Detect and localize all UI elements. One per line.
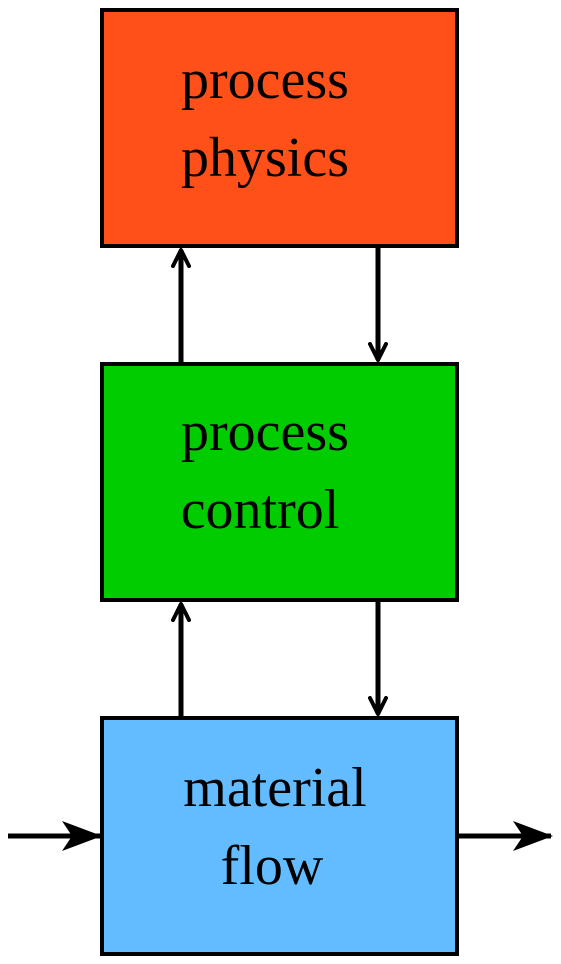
process-physics-node: process physics xyxy=(100,8,459,248)
process-physics-box xyxy=(100,8,459,248)
process-physics-label-line2: physics xyxy=(181,127,349,189)
material-flow-label-line2: flow xyxy=(221,835,324,897)
process-control-node: process control xyxy=(100,362,459,602)
process-control-label-line1: process xyxy=(181,401,349,463)
material-flow-node: material flow xyxy=(100,716,459,956)
process-control-label-line2: control xyxy=(181,479,340,541)
material-flow-box xyxy=(100,716,459,956)
process-control-box xyxy=(100,362,459,602)
material-flow-label-line1: material xyxy=(183,757,366,819)
process-physics-label-line1: process xyxy=(181,49,349,111)
